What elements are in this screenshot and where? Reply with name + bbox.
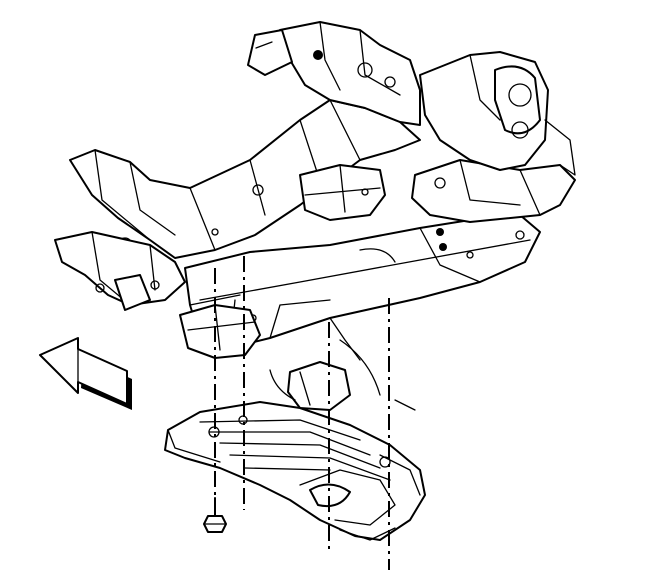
front-mount-bracket [179, 304, 261, 359]
right-upper-bracket [419, 51, 576, 176]
left-frame-rail [69, 99, 421, 259]
fastener-centerlines [214, 256, 390, 570]
vehicle-frame [54, 21, 576, 411]
center-bracket [299, 164, 386, 221]
bolt-icon [203, 497, 227, 533]
front-direction-arrow-icon [39, 337, 132, 410]
left-front-bracket [54, 231, 186, 311]
upper-mount [247, 21, 421, 126]
lower-hardware [269, 339, 416, 411]
skid-plate [164, 401, 426, 541]
